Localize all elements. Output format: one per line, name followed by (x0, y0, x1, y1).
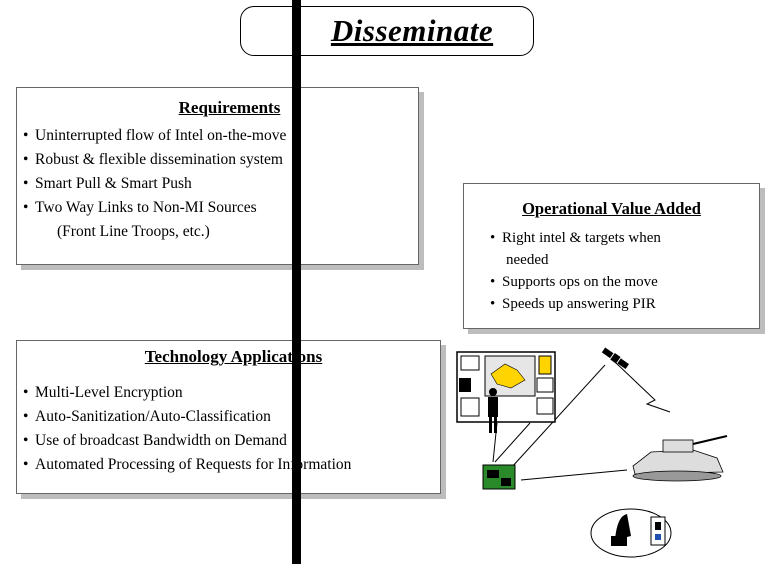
requirements-panel: Requirements Uninterrupted flow of Intel… (16, 87, 419, 265)
radio-terminal-icon (482, 464, 516, 490)
display-board-icon (456, 351, 556, 423)
link-lines-icon (492, 361, 671, 481)
title-banner: Disseminate (240, 6, 534, 56)
list-item: Two Way Links to Non-MI Sources (23, 196, 418, 220)
operational-value-heading: Operational Value Added (522, 199, 701, 218)
operational-value-panel: Operational Value Added Right intel & ta… (463, 183, 760, 329)
soldier-icon (488, 388, 498, 433)
tank-icon (632, 435, 728, 482)
list-item: Auto-Sanitization/Auto-Classification (23, 405, 440, 429)
list-item: Robust & flexible dissemination system (23, 148, 418, 172)
requirements-list: Uninterrupted flow of Intel on-the-move … (23, 124, 418, 244)
list-item: Smart Pull & Smart Push (23, 172, 418, 196)
list-item: Speeds up answering PIR (490, 293, 759, 315)
list-item-continuation: needed (506, 252, 549, 268)
technology-list: Multi-Level Encryption Auto-Sanitization… (23, 381, 440, 477)
list-item: Use of broadcast Bandwidth on Demand (23, 429, 440, 453)
requirements-heading: Requirements (178, 98, 281, 117)
list-item: Automated Processing of Requests for Inf… (23, 453, 440, 477)
technology-heading: Technology Applications (144, 347, 323, 366)
list-item: Multi-Level Encryption (23, 381, 440, 405)
satellite-icon (601, 347, 630, 370)
list-item: Right intel & targets when (490, 227, 759, 249)
list-item: Uninterrupted flow of Intel on-the-move (23, 124, 418, 148)
dissemination-illustration (456, 347, 728, 558)
technology-panel: Technology Applications Multi-Level Encr… (16, 340, 441, 494)
ground-station-icon (590, 508, 672, 558)
list-item: Supports ops on the move (490, 271, 759, 293)
list-item-continuation: (Front Line Troops, etc.) (57, 223, 210, 240)
page-title: Disseminate (330, 13, 494, 48)
operational-value-list: Right intel & targets when needed Suppor… (490, 227, 759, 315)
vertical-divider (292, 0, 301, 564)
